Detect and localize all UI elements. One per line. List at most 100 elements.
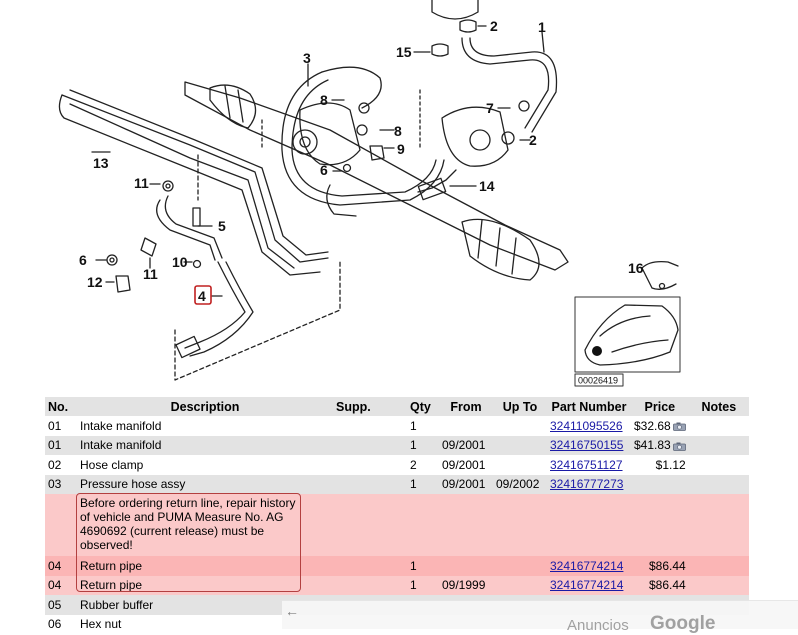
cell-part-number: 32411095526 xyxy=(547,416,631,436)
diagram-callout[interactable]: 2 xyxy=(529,132,537,148)
cell-no: 02 xyxy=(48,457,62,472)
cell-notes xyxy=(689,416,749,436)
diagram-callout[interactable]: 8 xyxy=(320,92,328,108)
diagram-callout[interactable]: 10 xyxy=(172,254,188,270)
note-row: Before ordering return line, repair hist… xyxy=(45,494,749,556)
part-number-link[interactable]: 32416751127 xyxy=(550,457,623,472)
diagram-callout[interactable]: 11 xyxy=(143,266,158,282)
col-from: From xyxy=(450,399,482,414)
cell-description: Hose clamp xyxy=(80,457,144,472)
price-value: $86.44 xyxy=(649,558,686,573)
cell-price: $32.68 xyxy=(631,416,689,436)
cell-qty: 1 xyxy=(407,575,439,595)
col-up-to: Up To xyxy=(502,399,538,414)
cell-note: Before ordering return line, repair hist… xyxy=(77,494,749,556)
cell-part-number: 32416774214 xyxy=(547,556,631,576)
cell-description: Return pipe xyxy=(77,575,333,595)
part-number-link[interactable]: 32411095526 xyxy=(550,418,623,433)
cell-no xyxy=(45,494,77,556)
cell-no: 04 xyxy=(45,556,77,576)
part-number-link[interactable]: 32416777273 xyxy=(550,477,624,492)
cell-from: 09/1999 xyxy=(439,575,493,595)
cell-from xyxy=(439,556,493,576)
diagram-callout[interactable]: 14 xyxy=(479,178,495,194)
diagram-callout[interactable]: 1 xyxy=(538,19,546,35)
cell-supp xyxy=(333,474,407,494)
diagram-callout[interactable]: 13 xyxy=(93,155,109,171)
col-price: Price xyxy=(644,399,676,414)
cell-supp xyxy=(333,556,407,576)
cell-notes xyxy=(689,455,749,475)
cell-no: 01 xyxy=(45,435,77,455)
diagram-callout[interactable]: 16 xyxy=(628,260,644,276)
diagram-callout[interactable]: 11 xyxy=(134,175,149,191)
cell-notes xyxy=(688,474,749,494)
part-number-link[interactable]: 32416774214 xyxy=(550,578,624,593)
cell-notes xyxy=(688,575,749,595)
cell-part-number: 32416751127 xyxy=(547,455,631,475)
cell-qty: 1 xyxy=(410,418,417,433)
col-part-number: Part Number xyxy=(551,399,627,414)
diagram-callout[interactable]: 8 xyxy=(394,123,402,139)
cell-supp xyxy=(333,575,407,595)
camera-icon[interactable] xyxy=(672,442,686,451)
col-supp: Supp. xyxy=(336,399,371,414)
back-arrow-icon[interactable]: ← xyxy=(285,603,299,619)
diagram-callout[interactable]: 9 xyxy=(397,141,405,157)
diagram-image-id: 00026419 xyxy=(578,376,618,386)
cell-supp xyxy=(333,416,407,436)
cell-description: Return pipe xyxy=(77,556,333,576)
col-qty: Qty xyxy=(410,399,431,414)
diagram-callout[interactable]: 5 xyxy=(218,218,226,234)
cell-no: 06 xyxy=(48,617,62,632)
diagram-callout[interactable]: 12 xyxy=(87,274,103,290)
cell-from: 09/2001 xyxy=(442,457,486,472)
cell-description: Intake manifold xyxy=(80,418,162,433)
ad-label: Anuncios xyxy=(567,617,629,634)
cell-supp xyxy=(333,435,407,455)
camera-icon[interactable] xyxy=(672,422,686,431)
cell-from: 09/2001 xyxy=(439,435,493,455)
diagram-callout[interactable]: 4 xyxy=(198,288,206,304)
cell-up-to: 09/2002 xyxy=(493,474,547,494)
diagram-callout[interactable]: 7 xyxy=(486,100,494,116)
cell-price: $86.44 xyxy=(631,575,689,595)
cell-up-to xyxy=(493,556,547,576)
part-number-link[interactable]: 32416774214 xyxy=(550,558,624,573)
cell-part-number: 32416777273 xyxy=(547,474,631,494)
cell-qty: 1 xyxy=(407,435,439,455)
cell-up-to xyxy=(493,455,547,475)
ad-bar: ← Anuncios Google xyxy=(282,600,798,634)
cell-up-to xyxy=(493,416,547,436)
col-notes: Notes xyxy=(701,399,737,414)
price-value: $32.68 xyxy=(634,418,671,433)
cell-part-number: 32416774214 xyxy=(547,575,631,595)
cell-notes xyxy=(688,435,749,455)
cell-price xyxy=(631,474,689,494)
diagram-callout[interactable]: 6 xyxy=(79,252,87,268)
diagram-callout[interactable]: 15 xyxy=(396,44,412,60)
diagram-callout[interactable]: 2 xyxy=(490,18,498,34)
parts-table: No. Description Supp. Qty From Up To Par… xyxy=(45,397,749,634)
cell-up-to xyxy=(493,435,547,455)
cell-from xyxy=(439,416,493,436)
cell-up-to xyxy=(493,575,547,595)
cell-no: 03 xyxy=(45,474,77,494)
part-number-link[interactable]: 32416750155 xyxy=(550,438,624,453)
price-value: $41.83 xyxy=(634,438,671,453)
note-text: Before ordering return line, repair hist… xyxy=(80,496,296,552)
cell-description: Rubber buffer xyxy=(77,595,333,615)
cell-no: 05 xyxy=(45,595,77,615)
cell-supp xyxy=(333,455,407,475)
cell-qty: 1 xyxy=(407,474,439,494)
cell-price: $41.83 xyxy=(631,435,689,455)
cell-qty: 1 xyxy=(407,556,439,576)
diagram-callout[interactable]: 6 xyxy=(320,162,328,178)
diagram-callout[interactable]: 3 xyxy=(303,50,311,66)
